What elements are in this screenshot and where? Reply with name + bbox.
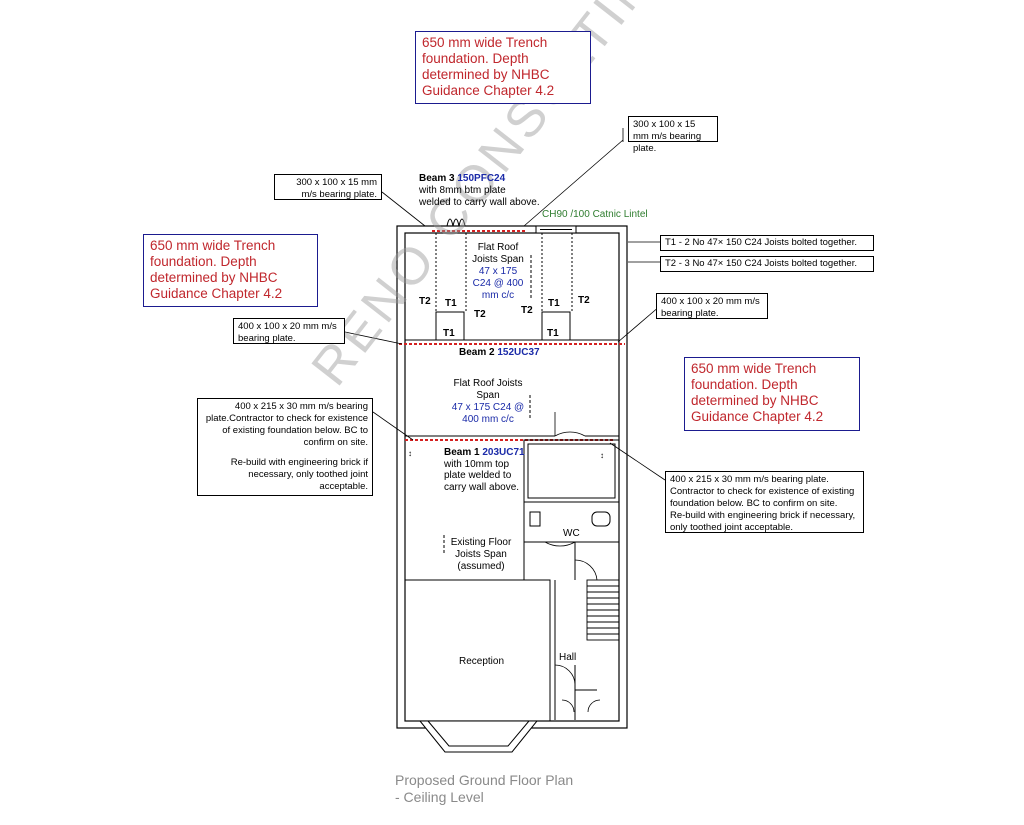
hall-label: Hall [559,652,577,663]
flat-roof-middle-label: Flat Roof Joists Span 47 x 175 C24 @ 400… [440,378,536,426]
beam-1-desc: plate welded to [444,470,512,481]
beam-3-label: Beam 3 150PFC24 with 8mm btm plate welde… [419,173,540,209]
beam-1-desc: carry wall above. [444,481,520,493]
joist-tag-t2: T2 [419,296,431,307]
room-text: (assumed) [457,561,505,572]
room-text: Flat Roof Joists [453,378,523,389]
note-t1-joists: T1 - 2 No 47× 150 C24 Joists bolted toge… [660,235,874,251]
note-bearing-plate-top-right: 300 x 100 x 15 mm m/s bearing plate. [628,116,718,154]
joist-tag-t2: T2 [474,309,486,320]
leader-lines [344,128,666,481]
joist-spec: 47 x 175 C24 @ [451,402,525,413]
wc-label: WC [563,528,580,539]
beam-1-desc: with 10mm top [444,458,510,470]
beam-2-prefix: Beam 2 [459,347,495,358]
middle-walls [405,412,619,437]
reception-room [404,579,601,722]
joist-tag-t1: T1 [548,298,560,309]
trench-note-right: 650 mm wide Trench foundation. Depth det… [684,357,860,431]
rear-opening [432,225,577,234]
trench-note-line: Guidance Chapter 4.2 [150,286,283,301]
caption-subtitle: - Ceiling Level [395,789,484,805]
bearing-symbol [446,218,466,227]
rear-extension [405,233,619,555]
beam-1-label: Beam 1 203UC71 with 10mm top plate welde… [444,447,525,493]
trench-note-line: 650 mm wide Trench [691,361,817,376]
joist-tag-t1: T1 [547,328,559,339]
drawing-caption: Proposed Ground Floor Plan - Ceiling Lev… [395,772,573,806]
t1-box-left [435,311,465,341]
room-text: Joists Span [472,254,524,265]
note-bearing-plate-mid-right: 400 x 100 x 20 mm m/s bearing plate. [656,293,768,319]
reception-label: Reception [459,656,505,667]
note-rebuild-text: Re-build with engineering brick if neces… [670,510,856,533]
joist-spec: 400 mm c/c [462,414,514,425]
room-text: Span [476,390,500,401]
trench-note-line: 650 mm wide Trench [150,238,276,253]
beam-1-size: 203UC71 [482,447,525,458]
joist-tag-t2: T2 [578,295,590,306]
svg-text:↕: ↕ [408,449,412,458]
wc-block [523,439,620,581]
note-rebuild-text: Re-build with engineering brick if neces… [230,457,368,492]
caption-title: Proposed Ground Floor Plan [395,772,574,788]
trench-note-line: Guidance Chapter 4.2 [422,83,555,98]
wc-basin [529,511,541,527]
flat-roof-rear-label: Flat Roof Joists Span 47 x 175 C24 @ 400… [466,242,530,302]
t1-box-right [541,311,571,341]
catnic-lintel-label: CH90 /100 Catnic Lintel [542,209,648,220]
beam-2-label: Beam 2 152UC37 [459,347,540,359]
trench-note-line: Guidance Chapter 4.2 [691,409,824,424]
note-bearing-text: 400 x 215 x 30 mm m/s bearing plate.Cont… [205,401,368,448]
note-bearing-plate-mid-left: 400 x 100 x 20 mm m/s bearing plate. [233,318,345,344]
note-bearing-text: 400 x 215 x 30 mm m/s bearing plate. Con… [670,474,855,509]
trench-note-line: foundation. Depth [691,377,798,392]
trench-note-left: 650 mm wide Trench foundation. Depth det… [143,234,318,307]
wall-markers: ↕ ↕ [408,449,604,460]
beam-2-size: 152UC37 [497,347,540,358]
room-text: Existing Floor [450,537,512,548]
beam-3-desc: welded to carry wall above. [419,197,540,208]
note-bearing-plate-low-right: 400 x 215 x 30 mm m/s bearing plate. Con… [665,471,864,533]
room-text: Flat Roof [477,242,519,253]
note-bearing-plate-top-left: 300 x 100 x 15 mm m/s bearing plate. [274,174,382,200]
beam-3-prefix: Beam 3 [419,173,455,184]
beam-3-desc: with 8mm btm plate [419,185,506,196]
joist-tag-t1: T1 [443,328,455,339]
joist-spec: mm c/c [481,290,515,301]
staircase [586,579,620,641]
trench-note-line: determined by NHBC [422,67,550,82]
joist-spec: C24 @ 400 [472,278,524,289]
trench-note-line: foundation. Depth [150,254,257,269]
existing-floor-label: Existing Floor Joists Span (assumed) [441,537,521,573]
trench-note-line: 650 mm wide Trench [422,35,548,50]
trench-note-line: foundation. Depth [422,51,529,66]
trench-note-line: determined by NHBC [150,270,278,285]
svg-text:↕: ↕ [600,451,604,460]
trench-note-line: determined by NHBC [691,393,819,408]
joist-spec: 47 x 175 [478,266,518,277]
beam-1-prefix: Beam 1 [444,447,480,458]
joist-tag-t1: T1 [445,298,457,309]
bay-window [418,720,539,753]
wc-toilet [591,511,611,527]
trench-note-top: 650 mm wide Trench foundation. Depth det… [415,31,591,104]
note-bearing-plate-low-left: 400 x 215 x 30 mm m/s bearing plate.Cont… [197,398,373,496]
joist-tag-t2: T2 [521,305,533,316]
room-text: Joists Span [455,549,507,560]
beam-3-size: 150PFC24 [457,173,506,184]
note-t2-joists: T2 - 3 No 47× 150 C24 Joists bolted toge… [660,256,874,272]
